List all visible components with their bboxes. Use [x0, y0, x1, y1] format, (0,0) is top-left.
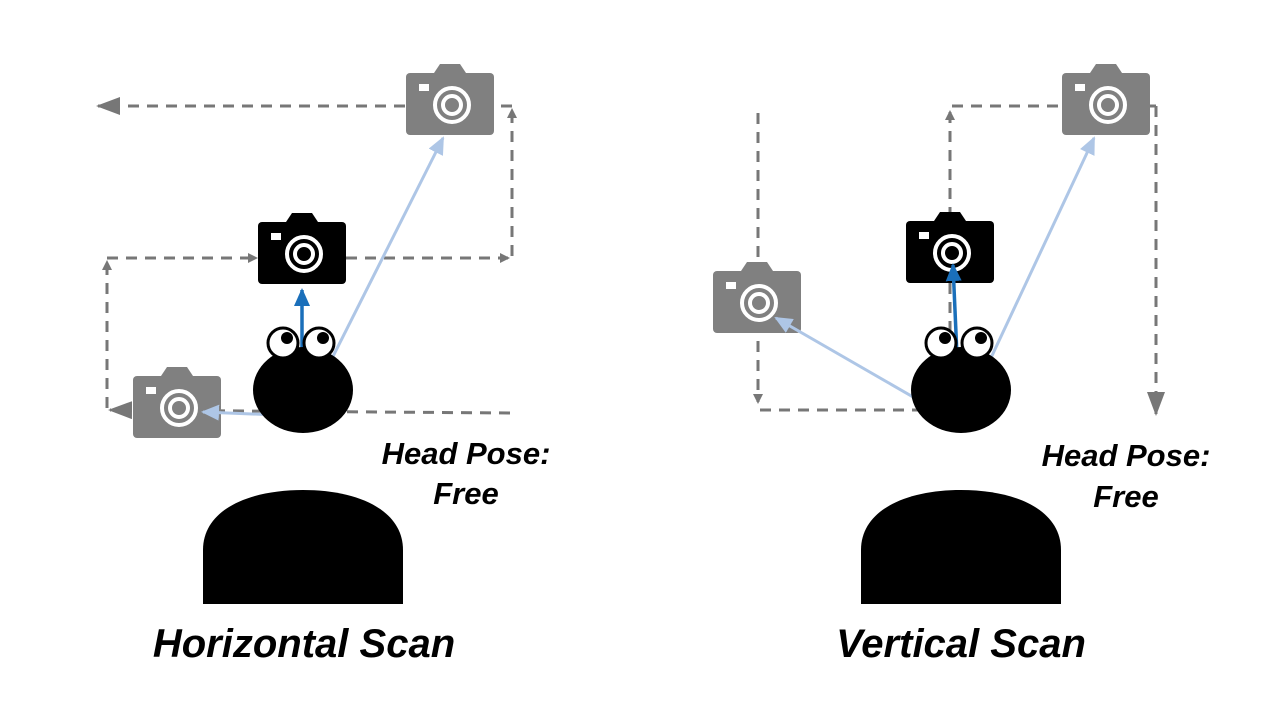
vertical-scan-panel: Head Pose: Free Vertical Scan [711, 62, 1211, 666]
panel-title-horizontal: Horizontal Scan [153, 622, 455, 666]
head-pose-value-left: Free [433, 476, 498, 511]
camera-icon-bottom-left [131, 365, 223, 440]
camera-icon-top-right [404, 62, 496, 137]
head-pose-label-right: Head Pose: [1042, 438, 1211, 473]
camera-icon-center-active-vertical [904, 210, 996, 285]
person-icon-right [859, 326, 1063, 606]
camera-icon-top-right-vertical [1060, 62, 1152, 137]
panel-title-vertical: Vertical Scan [836, 622, 1086, 666]
head-pose-value-right: Free [1093, 479, 1158, 514]
head-pose-label-left: Head Pose: [382, 436, 551, 471]
camera-icon-center-active [256, 211, 348, 286]
camera-icon-left-vertical [711, 260, 803, 335]
horizontal-scan-panel: Head Pose: Free Horizontal Scan [96, 62, 551, 666]
person-icon-left [201, 326, 405, 606]
